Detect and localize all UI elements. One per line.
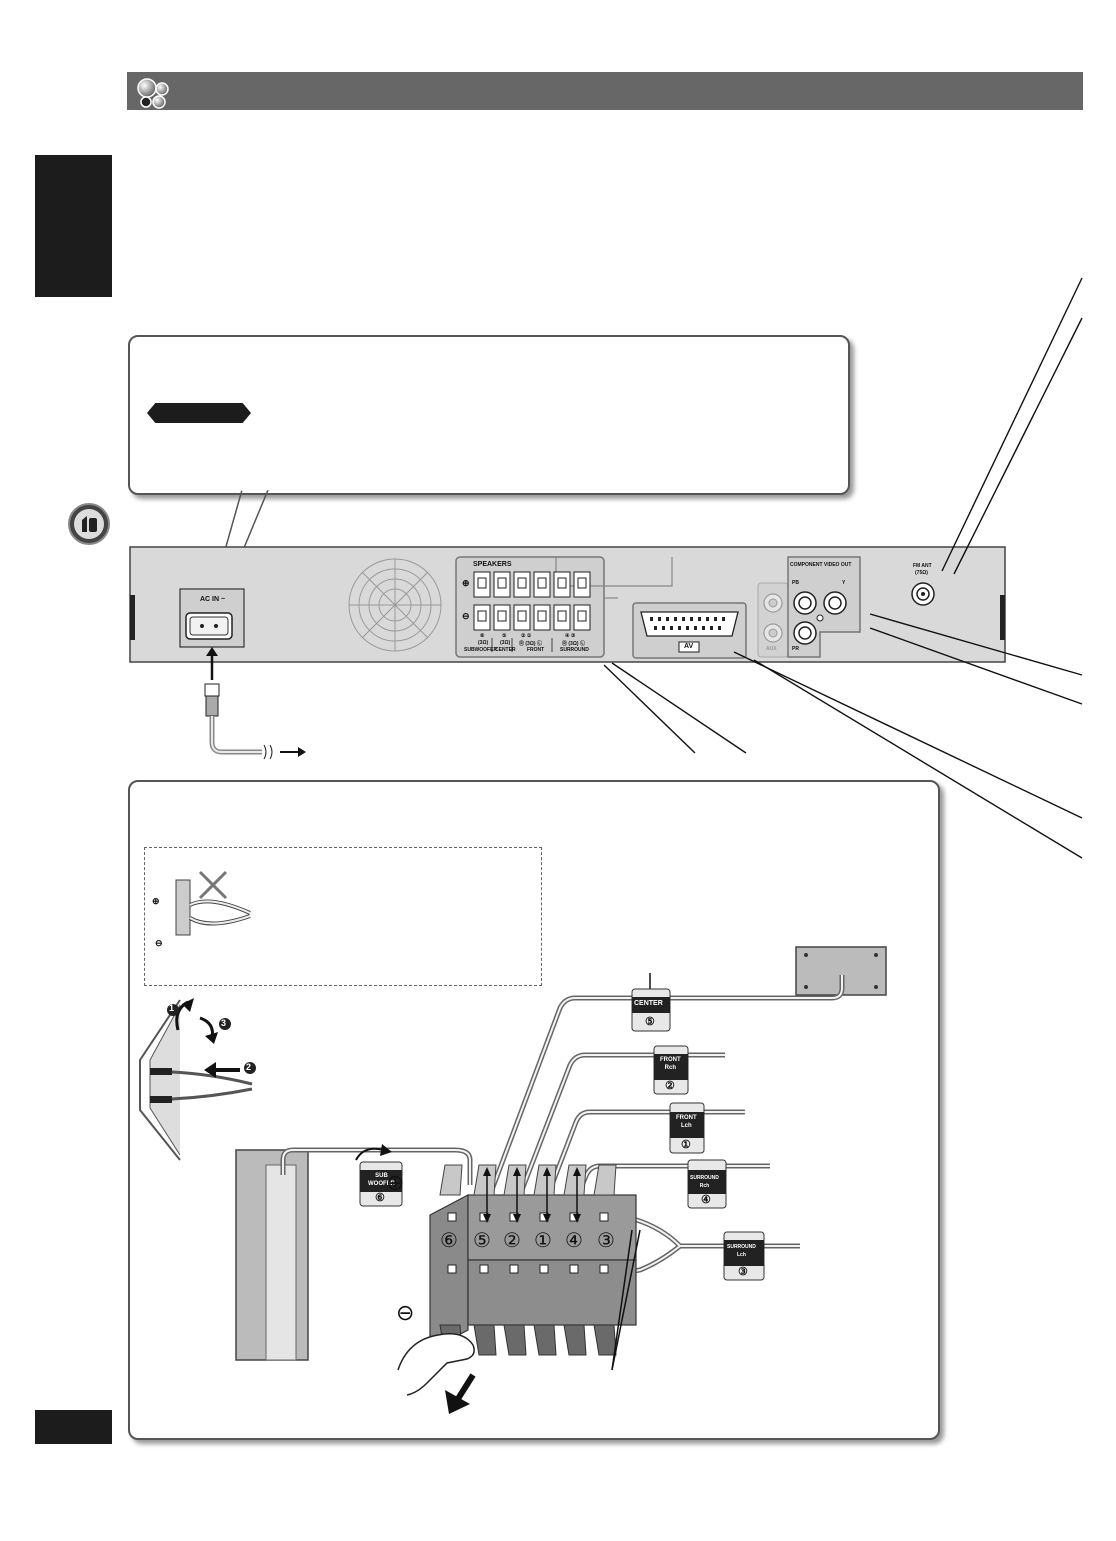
note-icon xyxy=(68,503,110,545)
step-3: 3 xyxy=(221,1018,227,1028)
tag-sub-num: ⑥ xyxy=(375,1192,385,1204)
ch-front-ohm: Ⓡ (3Ω) Ⓛ xyxy=(519,641,542,647)
dashed-note-box xyxy=(144,847,542,986)
component-title: COMPONENT VIDEO OUT xyxy=(790,562,852,568)
ch-subwoofer-num: ⑥ xyxy=(480,633,485,639)
wrong-wiring-illustration xyxy=(175,870,251,936)
speakers-minus: ⊖ xyxy=(462,611,470,621)
tag-center-num: ⑤ xyxy=(645,1016,655,1028)
tag-surround-l-num: ③ xyxy=(738,1266,748,1278)
wrong-plus: ⊕ xyxy=(152,896,160,906)
header-bar xyxy=(127,72,1083,110)
terminal-num-1: ① xyxy=(534,1230,552,1252)
ch-center-ohm: (3Ω) xyxy=(500,640,511,646)
terminal-num-3: ③ xyxy=(597,1230,615,1252)
tag-surround-l: SURROUND Lch xyxy=(727,1244,756,1258)
wrong-minus: ⊖ xyxy=(155,938,163,948)
hand-illustration xyxy=(397,1333,476,1414)
ch-subwoofer-ohm: (3Ω) xyxy=(478,640,489,646)
ch-surround-num: ④ ③ xyxy=(565,633,576,639)
pr-label: PR xyxy=(792,646,799,652)
fm-ant-label: FM ANT xyxy=(913,563,932,569)
terminal-block xyxy=(429,1164,641,1371)
ac-callout-box xyxy=(128,335,850,495)
y-label: Y xyxy=(842,580,846,586)
tag-front-r-num: ② xyxy=(665,1080,675,1092)
terminal-num-2: ② xyxy=(503,1230,521,1252)
ac-in-label: AC IN ~ xyxy=(200,596,226,603)
ch-surround-name: SURROUND xyxy=(560,647,589,653)
fm-ohm-label: (75Ω) xyxy=(915,570,928,576)
page-number-block xyxy=(35,1410,112,1444)
cable-tags xyxy=(355,988,765,1281)
tag-front-l-num: ① xyxy=(681,1139,691,1151)
subwoofer-speaker xyxy=(235,1147,473,1361)
ch-center-name: CENTER xyxy=(495,647,516,653)
callout-badge xyxy=(147,403,251,423)
side-tab xyxy=(35,155,112,297)
ac-plug xyxy=(204,647,306,760)
speakers-title: SPEAKERS xyxy=(473,561,512,568)
av-label: AV xyxy=(684,643,694,650)
terminal-num-5: ⑤ xyxy=(473,1230,491,1252)
speakers-plus: ⊕ xyxy=(462,578,470,588)
rear-panel xyxy=(129,546,1006,663)
ch-front-num: ② ① xyxy=(521,633,532,639)
terminal-num-6: ⑥ xyxy=(440,1230,458,1252)
tag-front-l: FRONT Lch xyxy=(676,1115,697,1129)
terminal-num-4: ④ xyxy=(565,1230,583,1252)
step-illustration xyxy=(139,998,256,1161)
ch-center-num: ⑤ xyxy=(502,633,507,639)
circles-logo-icon xyxy=(137,78,169,109)
ch-subwoofer-name: SUBWOOFER xyxy=(464,647,498,653)
terminal-plus: ⊕ xyxy=(386,1170,405,1195)
tag-sub: SUB WOOFER xyxy=(368,1173,395,1187)
step-2: 2 xyxy=(246,1062,252,1072)
aux-label: AUX xyxy=(766,646,777,652)
step-1: 1 xyxy=(169,1003,175,1013)
ch-surround-ohm: Ⓡ (3Ω) Ⓛ xyxy=(562,641,585,647)
center-speaker xyxy=(487,946,887,1196)
tag-front-r: FRONT Rch xyxy=(660,1057,681,1071)
tag-surround-r: SURROUND Rch xyxy=(690,1175,719,1189)
terminal-minus: ⊖ xyxy=(396,1300,415,1325)
ch-front-name: FRONT xyxy=(527,647,545,653)
tag-surround-r-num: ④ xyxy=(701,1194,711,1206)
pb-label: PB xyxy=(792,580,799,586)
tag-center: CENTER xyxy=(634,1000,663,1007)
